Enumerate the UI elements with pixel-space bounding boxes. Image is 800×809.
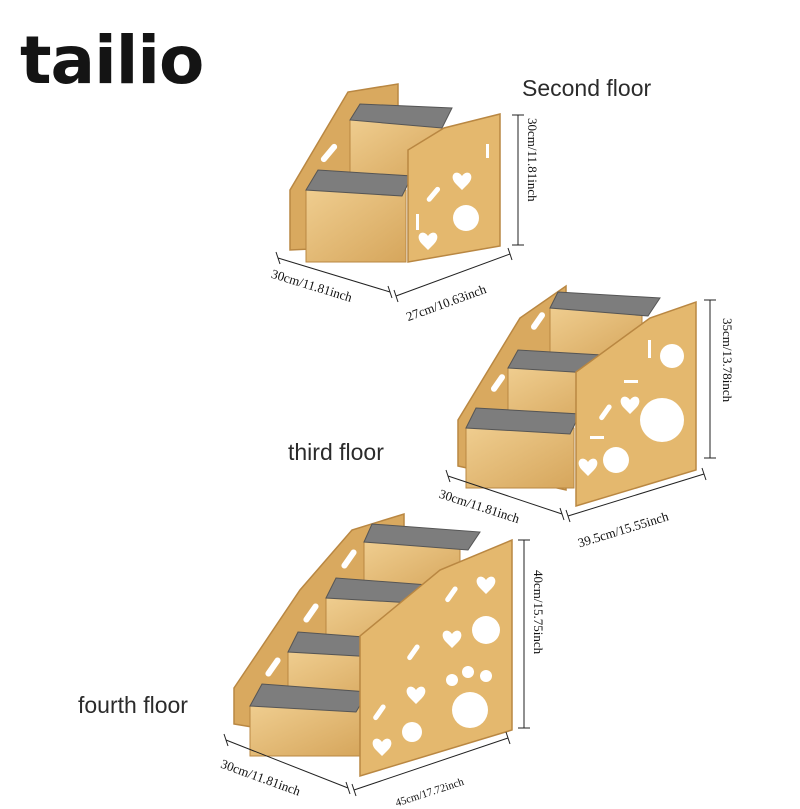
- paw-toe-cutout: [446, 674, 458, 686]
- slot-cutout: [590, 436, 604, 439]
- bone-cutout: [341, 549, 357, 569]
- bone-cutout: [445, 586, 458, 603]
- stairs-three-carpet-1: [549, 291, 661, 317]
- heart-cutout: [442, 630, 462, 648]
- bone-cutout: [599, 404, 612, 421]
- heart-cutout: [578, 458, 598, 476]
- stairs-four-carpet-1: [363, 523, 481, 551]
- circle-cutout: [453, 205, 479, 231]
- heart-cutout: [452, 172, 472, 190]
- heart-cutout: [620, 396, 640, 414]
- bone-cutout: [320, 143, 338, 163]
- circle-cutout: [402, 722, 422, 742]
- dim-height-fourth: 40cm/15.75inch: [531, 570, 546, 655]
- slot-cutout: [648, 340, 651, 358]
- heart-cutout: [406, 686, 426, 704]
- circle-cutout: [640, 398, 684, 442]
- circle-cutout: [603, 447, 629, 473]
- slot-cutout: [416, 214, 419, 230]
- brand-logo: tailio: [20, 22, 204, 99]
- paw-toe-cutout: [462, 666, 474, 678]
- bone-cutout: [426, 186, 441, 202]
- stairs-three-riser-3: [465, 427, 575, 489]
- bone-cutout: [530, 312, 546, 330]
- stairs-two-step: [289, 83, 501, 263]
- dim-height-third: 35cm/13.78inch: [720, 318, 735, 403]
- stairs-three-step: [457, 284, 697, 508]
- bone-cutout: [303, 603, 319, 623]
- stairs-two-lower-riser: [305, 189, 407, 263]
- paw-toe-cutout: [480, 670, 492, 682]
- dim-height-second: 30cm/11.81inch: [525, 118, 540, 202]
- heart-cutout: [372, 738, 392, 756]
- paw-cutout: [452, 692, 488, 728]
- slot-cutout: [624, 380, 638, 383]
- slot-cutout: [486, 144, 489, 158]
- stairs-four-step: [233, 512, 513, 778]
- heart-cutout: [418, 232, 438, 250]
- stairs-two-carpet-top: [349, 103, 453, 129]
- heart-cutout: [476, 576, 496, 594]
- stairs-two-front-panel: [407, 113, 501, 263]
- bone-cutout: [407, 644, 420, 661]
- circle-cutout: [472, 616, 500, 644]
- bone-cutout: [373, 704, 386, 721]
- stairs-four-riser-4: [249, 705, 361, 757]
- label-third-floor: third floor: [288, 439, 384, 465]
- bone-cutout: [265, 657, 281, 677]
- label-fourth-floor: fourth floor: [78, 692, 188, 718]
- label-second-floor: Second floor: [522, 75, 652, 101]
- bone-cutout: [490, 374, 506, 392]
- dimension-lines: [223, 114, 716, 797]
- circle-cutout: [660, 344, 684, 368]
